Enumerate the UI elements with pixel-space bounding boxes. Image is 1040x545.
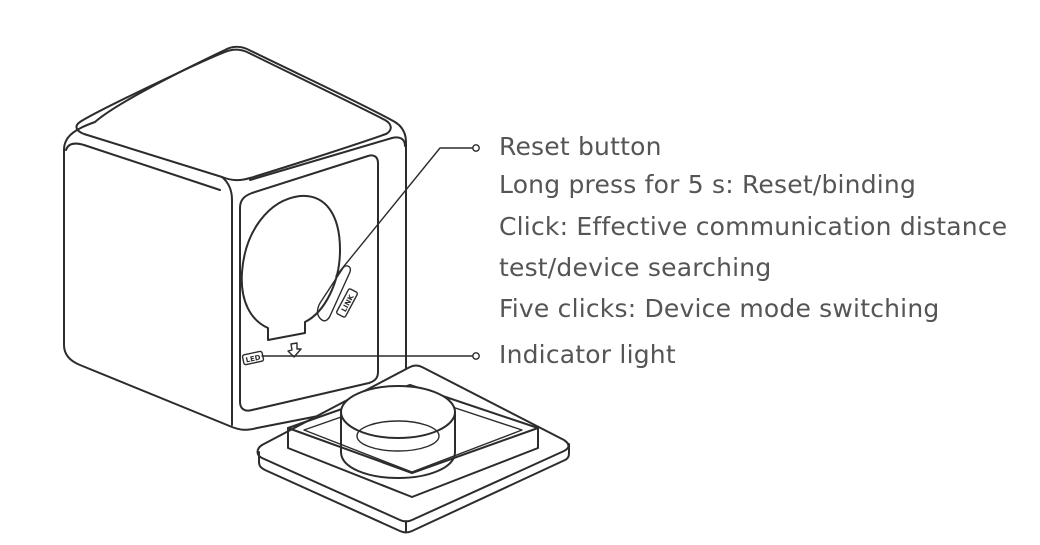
cube-top-face — [75, 48, 392, 182]
reset-click-text: Click: Effective communication distance — [499, 212, 1008, 241]
reset-long-press-text: Long press for 5 s: Reset/binding — [499, 170, 917, 199]
cube-right-face-panel — [239, 154, 379, 412]
cube-outline — [63, 45, 407, 431]
reset-leader-line — [335, 147, 475, 277]
base-cylinder-body — [340, 411, 456, 479]
callout-leaders — [261, 144, 480, 360]
reset-leader-dot — [472, 144, 480, 152]
cube-front-edge — [221, 176, 233, 426]
reset-button-slot — [316, 265, 352, 322]
cube-right-face — [249, 136, 406, 181]
reset-five-clicks-text: Five clicks: Device mode switching — [499, 294, 940, 323]
base-inner-rim — [287, 384, 539, 498]
device-cube — [63, 45, 407, 431]
battery-recess — [240, 194, 341, 341]
link-marking-box — [336, 288, 358, 318]
indicator-light-label: Indicator light — [499, 340, 676, 369]
base-cylinder-top — [340, 385, 456, 439]
down-arrow-icon — [287, 342, 302, 358]
recess-circle — [240, 194, 341, 341]
led-marking-text: LED — [245, 353, 262, 364]
reset-button-title: Reset button — [499, 132, 662, 161]
reset-click-text-continued: test/device searching — [499, 253, 772, 282]
base-cylinder-inner — [356, 420, 440, 452]
cube-left-face-edge — [65, 142, 221, 191]
base-plate — [256, 364, 570, 534]
indicator-leader-dot — [472, 352, 480, 360]
base-inner-rim-top — [287, 427, 539, 474]
